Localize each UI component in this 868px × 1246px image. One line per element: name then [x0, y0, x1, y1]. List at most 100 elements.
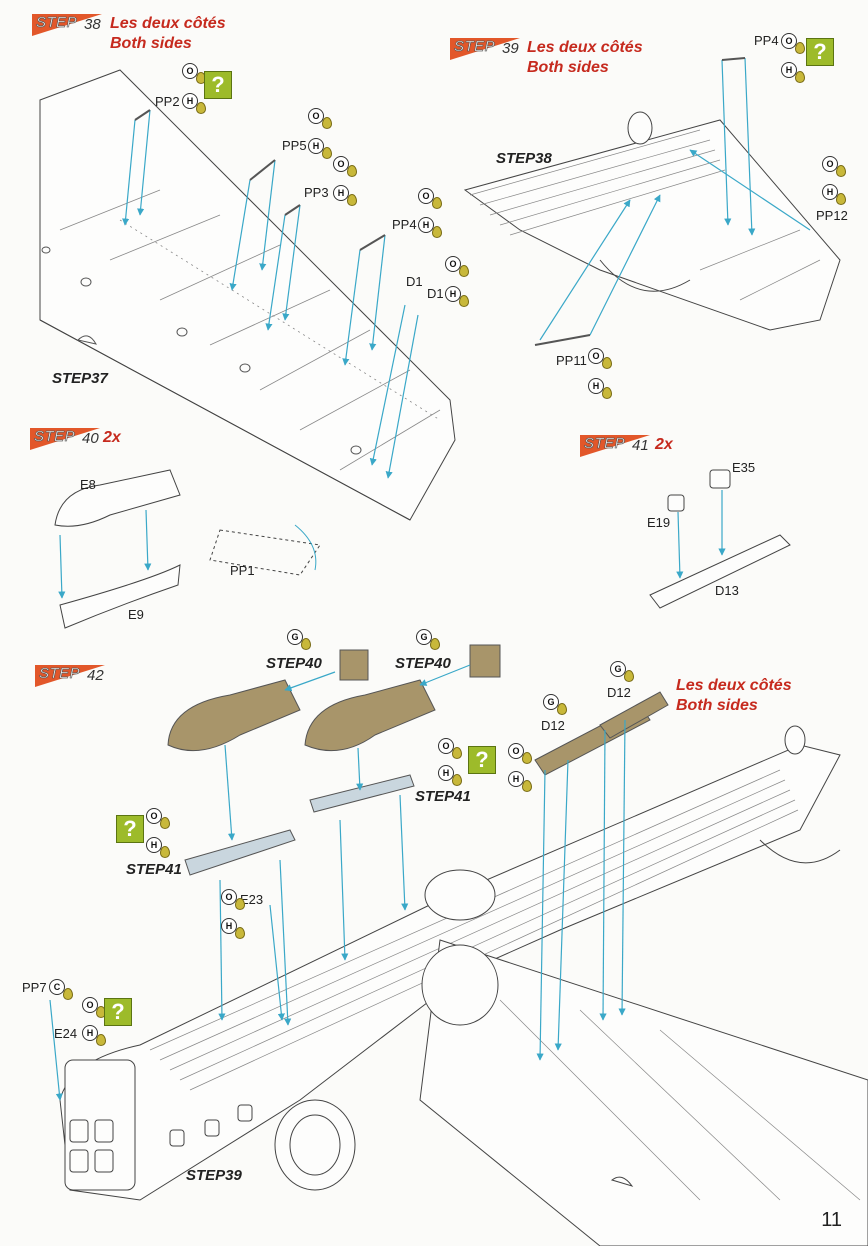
part-pp3: PP3 [304, 185, 329, 200]
glue-drop-icon [836, 193, 846, 205]
step40-badge: STEP 40 [30, 428, 110, 450]
part-e9: E9 [128, 607, 144, 622]
marker-o: O [146, 808, 162, 824]
part-d12-left: D12 [541, 718, 565, 733]
marker-o: O [445, 256, 461, 272]
step38-english: Both sides [110, 35, 192, 52]
marker-o: O [182, 63, 198, 79]
marker-c: C [49, 979, 65, 995]
part-d1-b: D1 [427, 286, 444, 301]
ref-step39: STEP39 [186, 1167, 242, 1184]
marker-h: H [822, 184, 838, 200]
marker-o: O [308, 108, 324, 124]
glue-drop-icon [452, 774, 462, 786]
marker-h: H [418, 217, 434, 233]
question-icon: ? [468, 746, 496, 774]
part-e35: E35 [732, 460, 756, 475]
step39-leaders [539, 57, 811, 341]
marker-h: H [781, 62, 797, 78]
step40-drawing [54, 469, 321, 629]
part-d1-a: D1 [406, 274, 423, 289]
marker-h: H [308, 138, 324, 154]
part-pp5: PP5 [282, 138, 307, 153]
part-e19: E19 [647, 515, 671, 530]
step-number: 41 [632, 437, 649, 454]
glue-drop-icon [522, 752, 532, 764]
marker-g: G [543, 694, 559, 710]
marker-h: H [146, 837, 162, 853]
marker-h: H [82, 1025, 98, 1041]
glue-drop-icon [432, 197, 442, 209]
part-e24: E24 [54, 1026, 78, 1041]
glue-drop-icon [459, 295, 469, 307]
glue-drop-icon [63, 988, 73, 1000]
part-pp7: PP7 [22, 980, 47, 995]
marker-g: G [287, 629, 303, 645]
glue-drop-icon [347, 165, 357, 177]
glue-drop-icon [347, 194, 357, 206]
glue-drop-icon [836, 165, 846, 177]
part-e23: E23 [240, 892, 264, 907]
step42-leaders [49, 664, 626, 1101]
part-pp12: PP12 [816, 208, 848, 223]
ref-step40-left: STEP40 [266, 655, 322, 672]
glue-drop-icon [459, 265, 469, 277]
glue-drop-icon [196, 102, 206, 114]
marker-h: H [333, 185, 349, 201]
part-pp4-step38: PP4 [392, 217, 417, 232]
glue-drop-icon [160, 846, 170, 858]
marker-o: O [508, 743, 524, 759]
marker-h: H [508, 771, 524, 787]
step39-french: Les deux côtés [527, 39, 643, 56]
step42-badge: STEP 42 [35, 665, 115, 687]
question-icon: ? [204, 71, 232, 99]
step-number: 39 [502, 40, 519, 57]
part-pp1: PP1 [230, 563, 255, 578]
marker-o: O [438, 738, 454, 754]
part-d12-right: D12 [607, 685, 631, 700]
marker-h: H [438, 765, 454, 781]
question-icon: ? [806, 38, 834, 66]
step41-multiplier: 2x [655, 436, 673, 453]
step40-multiplier: 2x [103, 429, 121, 446]
glue-drop-icon [432, 226, 442, 238]
step-word: STEP [39, 665, 81, 683]
glue-drop-icon [624, 670, 634, 682]
glue-drop-icon [235, 898, 245, 910]
ref-step41-right: STEP41 [415, 788, 471, 805]
question-icon: ? [116, 815, 144, 843]
step39-fuselage [463, 111, 841, 331]
step-word: STEP [454, 38, 496, 56]
glue-drop-icon [602, 357, 612, 369]
question-icon: ? [104, 998, 132, 1026]
ref-step37: STEP37 [52, 370, 108, 387]
glue-drop-icon [602, 387, 612, 399]
step39-english: Both sides [527, 59, 609, 76]
part-pp11: PP11 [556, 353, 587, 368]
marker-g: G [610, 661, 626, 677]
glue-drop-icon [301, 638, 311, 650]
marker-o: O [822, 156, 838, 172]
step39-badge: STEP 39 [450, 38, 530, 60]
page-number: 11 [821, 1209, 842, 1231]
step38-leaders [122, 109, 419, 479]
step-number: 38 [84, 16, 101, 33]
glue-drop-icon [557, 703, 567, 715]
part-pp2: PP2 [155, 94, 180, 109]
step38-french: Les deux côtés [110, 15, 226, 32]
step41-drawing [649, 469, 791, 609]
marker-o: O [588, 348, 604, 364]
glue-drop-icon [322, 117, 332, 129]
marker-o: O [781, 33, 797, 49]
part-e8: E8 [80, 477, 96, 492]
step42-english: Both sides [676, 697, 758, 714]
marker-o: O [82, 997, 98, 1013]
step42-fuselage [59, 725, 868, 1246]
step38-badge: STEP 38 [32, 14, 112, 36]
marker-o: O [418, 188, 434, 204]
step-number: 40 [82, 430, 99, 447]
glue-drop-icon [96, 1034, 106, 1046]
step-word: STEP [36, 14, 78, 32]
step41-badge: STEP 41 [580, 435, 660, 457]
glue-drop-icon [160, 817, 170, 829]
